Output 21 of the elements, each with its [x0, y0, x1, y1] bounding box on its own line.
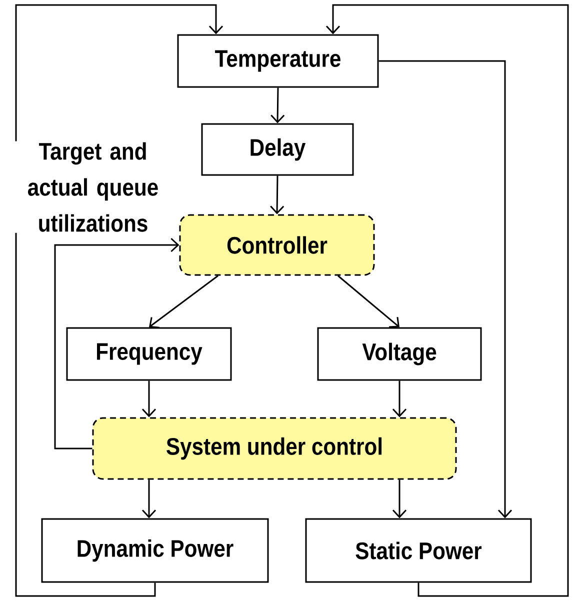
process-box: Frequency: [66, 327, 232, 381]
arrow: [326, 4, 569, 597]
arrow: [142, 380, 156, 418]
process-box: Voltage: [317, 327, 482, 381]
arrow: [54, 238, 180, 450]
process-box: Dynamic Power: [41, 518, 269, 583]
arrow: [270, 176, 284, 214]
arrow: [392, 380, 407, 418]
arrow: [392, 480, 407, 518]
arrow: [142, 480, 156, 518]
arrow: [149, 275, 218, 328]
process-box: Temperature: [177, 34, 379, 88]
arrow: [338, 275, 400, 328]
highlighted-box: System under control: [92, 417, 457, 480]
arrow: [15, 4, 224, 597]
edge-label: Target and actual queue utilizations: [10, 141, 176, 233]
arrow: [378, 60, 512, 518]
highlighted-box: Controller: [179, 214, 375, 276]
arrow: [270, 88, 285, 124]
process-box: Delay: [201, 123, 354, 176]
process-box: Static Power: [305, 518, 532, 583]
